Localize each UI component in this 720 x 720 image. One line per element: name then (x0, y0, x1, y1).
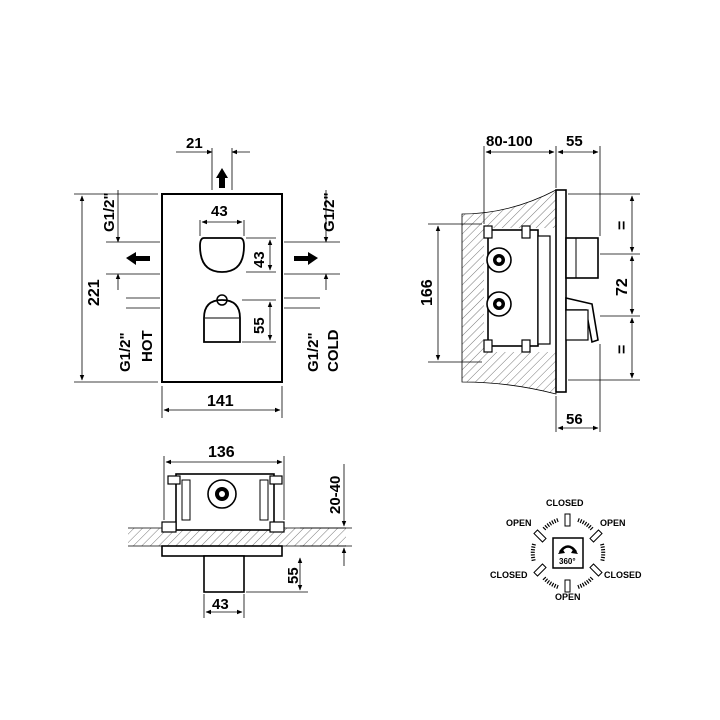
bottom-plate (161, 545, 283, 557)
dim-bottom-width-136: 136 (208, 444, 235, 461)
upper-handle (199, 237, 245, 273)
dim-bottom-spout-55: 55 (285, 567, 302, 584)
label-g12-top-right: G1/2" (321, 192, 338, 232)
label-g12-bottom-right: G1/2" (305, 332, 322, 372)
lower-handle-knob (216, 294, 228, 306)
label-closed-right: CLOSED (604, 570, 642, 580)
dim-bottom-spout-43: 43 (212, 596, 229, 613)
valve-body (487, 229, 539, 347)
label-closed-left: CLOSED (490, 570, 528, 580)
dim-side-height-166: 166 (419, 279, 436, 306)
hot-outlet-arrow-left (126, 252, 150, 265)
cold-outlet-arrow-right (294, 252, 318, 265)
dim-side-depth-range: 80-100 (486, 133, 533, 150)
dim-bottom-depth-range: 20-40 (327, 476, 344, 514)
label-cold: COLD (325, 329, 342, 372)
label-g12-top-left: G1/2" (101, 192, 118, 232)
front-plate (161, 193, 283, 383)
label-hot: HOT (139, 330, 156, 362)
upper-knob-side (565, 237, 599, 279)
outlet-arrow-up (216, 168, 228, 188)
dim-lower-handle: 55 (251, 317, 268, 334)
wall-section-bottom (128, 528, 346, 546)
dim-side-front: 55 (566, 133, 583, 150)
dim-handle-width: 43 (211, 203, 228, 220)
label-open-right: OPEN (600, 518, 626, 528)
side-plate (555, 189, 567, 393)
lower-handle (203, 299, 241, 343)
dim-handle-height: 43 (251, 251, 268, 268)
rotation-handle-square (552, 537, 584, 569)
rotation-diagram: 360° CLOSED OPEN OPEN CLOSED CLOSED OPEN (490, 498, 642, 602)
dim-side-equal-bottom: = (614, 345, 631, 354)
dim-outlet-offset: 21 (186, 135, 203, 152)
side-view: 80-100 55 166 = 72 = 56 (419, 133, 640, 432)
label-g12-bottom-left: G1/2" (117, 332, 134, 372)
dim-height-221: 221 (86, 279, 103, 306)
front-view: 21 221 141 43 (74, 135, 342, 418)
label-open-left: OPEN (506, 518, 532, 528)
bottom-spout (203, 555, 245, 593)
dim-width-141: 141 (207, 393, 234, 410)
dim-side-equal-top: = (614, 221, 631, 230)
label-closed-top: CLOSED (546, 498, 584, 508)
dim-side-plate-56: 56 (566, 411, 583, 428)
dim-side-spacing-72: 72 (614, 278, 631, 296)
label-open-bottom: OPEN (555, 592, 581, 602)
bottom-view: 136 20-40 55 43 (128, 444, 352, 618)
rotation-angle: 360° (559, 557, 576, 566)
